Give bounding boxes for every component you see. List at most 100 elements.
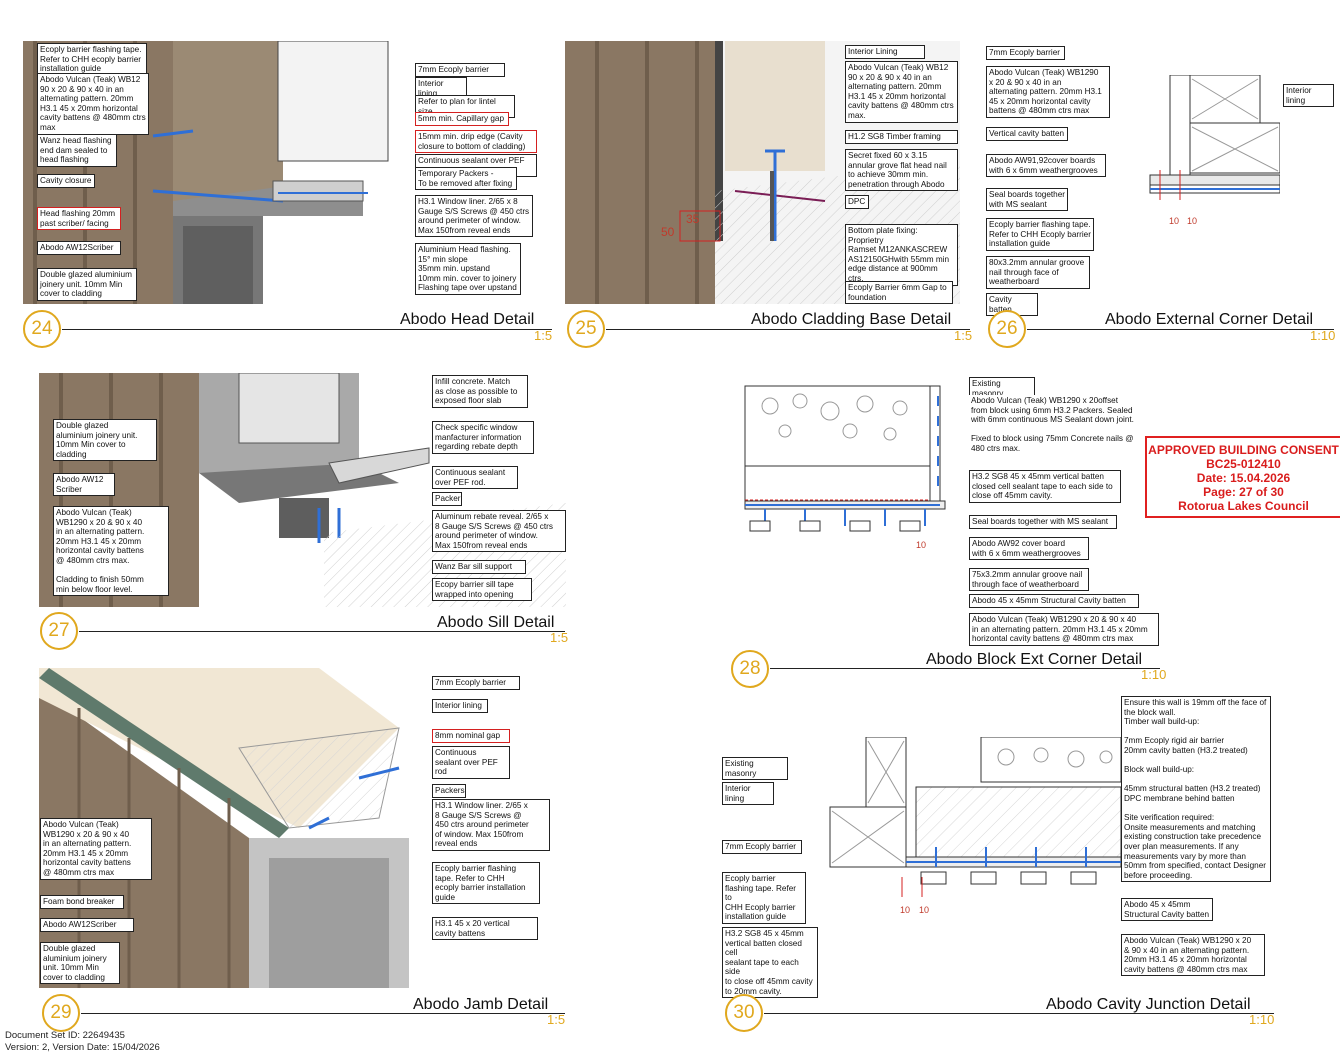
label-capillary-gap: 5mm min. Capillary gap [415, 112, 509, 126]
label-cladding-spec-28: Abodo Vulcan (Teak) WB1290 x 20 & 90 x 4… [969, 613, 1159, 646]
detail-28-scale: 1:10 [1141, 667, 1167, 682]
label-continuous-sealant-27: Continuous sealant over PEF rod. [432, 466, 518, 490]
label-temporary-packers: Temporary Packers - To be removed after … [415, 167, 517, 191]
label-ecoply-gap: Ecoply Barrier 6mm Gap to foundation [845, 281, 953, 305]
detail-25-title: Abodo Cladding Base Detail [751, 311, 952, 328]
label-ecoply-tape: Ecoply barrier flashing tape. Refer to C… [37, 43, 147, 76]
label-check-window: Check specific window manfacturer inform… [432, 421, 534, 454]
label-ecoply-barrier: 7mm Ecoply barrier [415, 63, 505, 77]
detail-25-scale: 1:5 [954, 328, 973, 343]
label-ecoply-tape-29: Ecoply barrier flashing tape. Refer to C… [432, 862, 540, 905]
label-vertical-batten: Vertical cavity batten [986, 127, 1068, 141]
label-nominal-gap: 8mm nominal gap [432, 729, 510, 743]
detail-24-rule [62, 329, 552, 330]
label-packers-29: Packers [432, 784, 466, 798]
label-cladding-spec-29: Abodo Vulcan (Teak) WB1290 x 20 & 90 x 4… [40, 818, 152, 880]
label-ecoply-tape-30: Ecoply barrier flashing tape. Refer to C… [722, 872, 806, 924]
label-head-flashing-20mm: Head flashing 20mm past scriber/ facing [37, 207, 121, 231]
label-interior-lining-25: Interior Lining [845, 45, 925, 59]
label-secret-fixed: Secret fixed 60 x 3.15 annular grove fla… [845, 149, 958, 192]
label-cavity-closure: Cavity closure [37, 174, 95, 188]
document-set-id: Document Set ID: 22649435 [5, 1030, 125, 1041]
label-ecoply-barrier-29: 7mm Ecoply barrier [432, 676, 520, 690]
detail-26-title: Abodo External Corner Detail [1105, 311, 1314, 328]
label-cladding-spec-27: Abodo Vulcan (Teak) WB1290 x 20 & 90 x 4… [53, 506, 169, 597]
stamp-line-4: Page: 27 of 30 [1203, 485, 1284, 499]
label-structural-batten-28: Abodo 45 x 45mm Structural Cavity batten [969, 594, 1139, 608]
dim-10-b: 10 [1187, 216, 1198, 226]
label-seal-boards-28: Seal boards together with MS sealant [969, 515, 1117, 529]
label-wanz-head-flashing: Wanz head flashing end dam sealed to hea… [37, 134, 117, 167]
label-build-up-notes: Ensure this wall is 19mm off the face of… [1121, 696, 1271, 883]
stamp-line-5: Rotorua Lakes Council [1178, 499, 1309, 513]
label-double-glazed-27: Double glazed aluminium joinery unit. 10… [53, 419, 157, 462]
dim-10-28: 10 [916, 540, 927, 550]
detail-30-scale: 1:10 [1249, 1012, 1275, 1027]
label-sg8-batten-28: H3.2 SG8 45 x 45mm vertical batten close… [969, 470, 1121, 503]
label-aw92-cover: Abodo AW92 cover board with 6 x 6mm weat… [969, 537, 1089, 561]
label-sg8-batten-30: H3.2 SG8 45 x 45mm vertical batten close… [722, 927, 818, 999]
label-interior-lining-30: Interior lining [722, 782, 774, 806]
detail-24-scale: 1:5 [534, 328, 553, 343]
stamp-line-3: Date: 15.04.2026 [1196, 471, 1291, 485]
label-packer-27: Packer [432, 492, 462, 506]
detail-27-title: Abodo Sill Detail [437, 614, 555, 631]
detail-29-scale: 1:5 [547, 1012, 566, 1027]
label-annular-nail-26: 80x3.2mm annular groove nail through fac… [986, 256, 1090, 289]
label-ecoply-barrier-30: 7mm Ecoply barrier [722, 840, 802, 854]
detail-30-drawing [826, 737, 1126, 897]
label-structural-batten-30: Abodo 45 x 45mm Structural Cavity batten [1121, 898, 1213, 922]
label-foam-bond: Foam bond breaker [40, 895, 124, 909]
detail-26-drawing [1130, 75, 1280, 225]
label-cladding-spec: Abodo Vulcan (Teak) WB12 90 x 20 & 90 x … [37, 73, 149, 135]
label-interior-lining-26: Interior lining [1283, 84, 1334, 108]
label-double-glazed-29: Double glazed aluminium joinery unit. 10… [40, 942, 120, 985]
detail-24-number: 24 [23, 310, 61, 348]
detail-29-rule [81, 1013, 565, 1014]
detail-28-number: 28 [731, 650, 769, 688]
detail-25-rule [606, 329, 970, 330]
label-annular-nail-28: 75x3.2mm annular groove nail through fac… [969, 568, 1089, 592]
label-window-liner: H3.1 Window liner. 2/65 x 8 Gauge S/S Sc… [415, 195, 533, 238]
label-timber-framing: H1.2 SG8 Timber framing [845, 130, 958, 144]
label-aw12-scriber-27: Abodo AW12 Scriber [53, 473, 115, 497]
stamp-line-2: BC25-012410 [1206, 457, 1281, 471]
dim-10-30-a: 10 [900, 905, 911, 915]
version-date: Version: 2, Version Date: 15/04/2026 [5, 1042, 160, 1053]
detail-27-number: 27 [40, 612, 78, 650]
label-aluminium-head-flashing: Aluminium Head flashing. 15° min slope 3… [415, 243, 521, 295]
label-vertical-battens-29: H3.1 45 x 20 vertical cavity battens [432, 917, 538, 941]
detail-26-scale: 1:10 [1310, 328, 1336, 343]
detail-29-number: 29 [42, 994, 80, 1032]
label-aluminium-rebate: Aluminum rebate reveal. 2/65 x 8 Gauge S… [432, 510, 566, 553]
label-bottom-plate: Bottom plate fixing: Proprietry Ramset M… [845, 224, 958, 286]
detail-28-rule [770, 668, 1160, 669]
detail-27-scale: 1:5 [550, 630, 569, 645]
label-aw91-cover: Abodo AW91,92cover boards with 6 x 6mm w… [986, 154, 1106, 178]
detail-26-number: 26 [988, 310, 1026, 348]
dim-50: 50 [661, 225, 675, 239]
detail-28-drawing [740, 376, 960, 546]
label-existing-masonry-30: Existing masonry [722, 757, 788, 781]
label-ecoply-barrier-26: 7mm Ecoply barrier [986, 46, 1065, 60]
label-double-glazed: Double glazed aluminium joinery unit. 10… [37, 268, 137, 301]
label-seal-boards-26: Seal boards together with MS sealant [986, 188, 1068, 212]
label-sill-tape: Ecopy barrier sill tape wrapped into ope… [432, 578, 532, 602]
label-aw12-scriber-29: Abodo AW12Scriber [40, 918, 134, 932]
label-cladding-spec-25: Abodo Vulcan (Teak) WB12 90 x 20 & 90 x … [845, 61, 958, 123]
dim-10-30-b: 10 [919, 905, 930, 915]
label-wanz-bar: Wanz Bar sill support [432, 560, 526, 574]
detail-29-title: Abodo Jamb Detail [413, 996, 549, 1013]
detail-30-rule [764, 1013, 1274, 1014]
detail-30-number: 30 [725, 994, 763, 1032]
label-cladding-spec-30: Abodo Vulcan (Teak) WB1290 x 20 & 90 x 4… [1121, 934, 1265, 977]
label-dpc: DPC [845, 195, 869, 209]
detail-24-title: Abodo Head Detail [400, 311, 535, 328]
label-infill-concrete: Infill concrete. Match as close as possi… [432, 375, 528, 408]
stamp-line-1: APPROVED BUILDING CONSENT [1148, 443, 1339, 457]
detail-27-rule [79, 631, 565, 632]
label-cladding-spec-26: Abodo Vulcan (Teak) WB1290 x 20 & 90 x 4… [986, 66, 1110, 118]
label-ecoply-tape-26: Ecoply barrier flashing tape. Refer to C… [986, 218, 1094, 251]
dim-35: 35 [686, 212, 700, 226]
label-interior-lining-29: Interior lining [432, 699, 488, 713]
